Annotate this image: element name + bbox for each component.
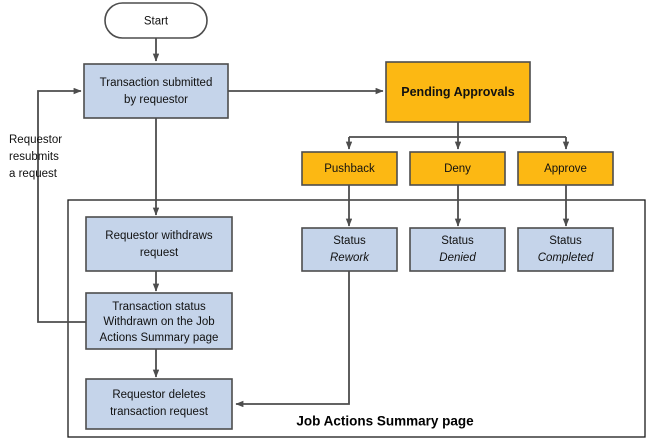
- node-status-rework-line1: Status: [333, 235, 366, 247]
- node-transaction-status-line2-rest: on the Job: [158, 316, 215, 328]
- node-requestor-deletes-line1: Requestor deletes: [112, 389, 206, 401]
- node-transaction-status-line3: Actions Summary page: [100, 332, 219, 344]
- node-status-rework-line2: Rework: [330, 252, 370, 264]
- node-start-label: Start: [144, 16, 169, 28]
- node-pending-approvals-label: Pending Approvals: [401, 85, 514, 99]
- node-status-completed[interactable]: [517, 227, 614, 272]
- node-transaction-status-withdrawn[interactable]: [85, 292, 233, 350]
- node-requestor-deletes-line2: transaction request: [110, 406, 209, 418]
- node-pushback-label: Pushback: [324, 163, 375, 175]
- job-actions-summary-container: [67, 199, 646, 438]
- node-deny-label: Deny: [444, 163, 471, 175]
- node-status-denied-line2: Denied: [439, 252, 476, 264]
- job-actions-summary-caption: Job Actions Summary page: [296, 414, 474, 429]
- node-pushback[interactable]: [301, 151, 398, 186]
- node-deny[interactable]: [409, 151, 506, 186]
- connector-rework-to-deletes: [235, 271, 350, 408]
- node-transaction-status-line2: Withdrawn on the Job: [103, 316, 214, 328]
- connector-resubmit-loop: [37, 87, 86, 323]
- resubmit-label-line2: resubmits: [9, 151, 59, 163]
- node-status-denied-line1: Status: [441, 235, 474, 247]
- node-status-completed-line1: Status: [549, 235, 582, 247]
- node-pending-approvals[interactable]: [385, 61, 531, 123]
- node-approve[interactable]: [517, 151, 614, 186]
- node-transaction-submitted[interactable]: [83, 63, 229, 119]
- node-status-rework[interactable]: [301, 227, 398, 272]
- node-requestor-deletes[interactable]: [85, 378, 233, 430]
- node-requestor-withdraws-line1: Requestor withdraws: [105, 230, 213, 242]
- node-status-completed-line2: Completed: [538, 252, 594, 264]
- node-start[interactable]: [104, 2, 208, 39]
- node-transaction-status-line2-italic: Withdrawn: [103, 316, 157, 328]
- node-status-denied[interactable]: [409, 227, 506, 272]
- resubmit-label-line3: a request: [9, 168, 58, 180]
- node-transaction-submitted-line1: Transaction submitted: [100, 77, 213, 89]
- resubmit-label-line1: Requestor: [9, 134, 62, 146]
- node-requestor-withdraws-line2: request: [140, 247, 179, 259]
- node-requestor-withdraws[interactable]: [85, 216, 233, 272]
- node-transaction-submitted-line2: by requestor: [124, 94, 188, 106]
- node-approve-label: Approve: [544, 163, 587, 175]
- node-transaction-status-line1: Transaction status: [112, 301, 206, 313]
